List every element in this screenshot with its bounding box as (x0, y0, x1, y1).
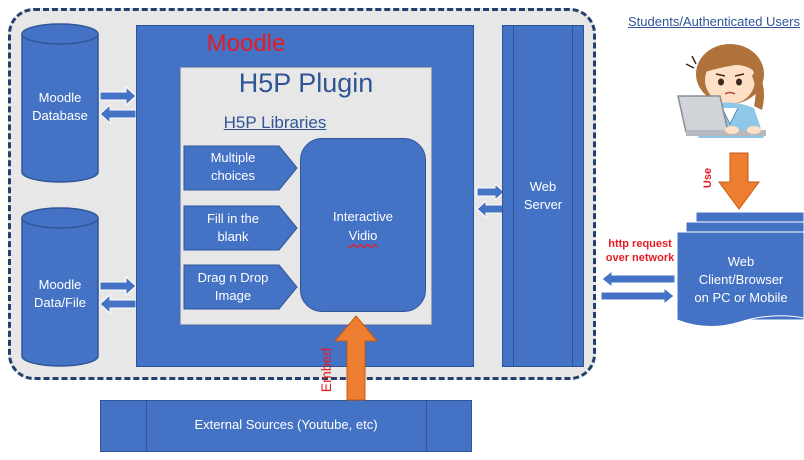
datafile-label-2: Data/File (33, 295, 87, 310)
server-exchange-arrows (476, 183, 505, 219)
use-label: Use (702, 167, 714, 189)
external-divider-right (426, 400, 427, 452)
content-type-1-line1: Multiple (210, 150, 256, 165)
web-client-label-1: Web (727, 254, 755, 269)
database-exchange-arrows (99, 86, 137, 125)
web-server-label-1: Web (529, 179, 557, 194)
http-request-label-1: http request (608, 238, 672, 250)
content-type-2-line2: blank (217, 229, 249, 244)
database-label-2: Database (32, 108, 88, 123)
student-with-laptop-illustration (677, 44, 766, 138)
content-type-3-line1: Drag n Drop (197, 270, 269, 285)
use-arrow (718, 152, 760, 210)
content-type-1-line2: choices (210, 168, 256, 183)
interactive-video-label-1: Interactive (333, 209, 393, 224)
datafile-label-1: Moodle (38, 277, 82, 292)
http-request-label-2: over network (605, 252, 675, 264)
content-type-drag-drop (183, 264, 298, 310)
web-client-label-2: Client/Browser (698, 272, 784, 287)
external-divider-left (146, 400, 147, 452)
content-type-3-line2: Image (214, 288, 252, 303)
http-exchange-arrows (600, 270, 676, 306)
web-server-divider-right (572, 25, 573, 367)
moodle-title: Moodle (206, 30, 286, 57)
external-sources-box (100, 400, 472, 452)
moodle-datafile-cylinder (21, 207, 99, 367)
database-label-1: Moodle (38, 90, 82, 105)
content-type-2-line1: Fill in the (206, 211, 260, 226)
interactive-video-label-2: Vidio (348, 228, 378, 243)
h5p-plugin-title: H5P Plugin (238, 68, 374, 98)
interactive-video-box (300, 138, 426, 312)
web-server-divider-left (513, 25, 514, 367)
web-server-box (502, 25, 584, 367)
embed-label: Embed (318, 347, 334, 393)
h5p-libraries-title: H5P Libraries (223, 113, 327, 132)
content-type-multiple-choice (183, 145, 298, 191)
embed-arrow (334, 315, 378, 401)
external-sources-label: External Sources (Youtube, etc) (194, 417, 378, 432)
web-client-documents (676, 211, 804, 328)
web-server-label-2: Server (523, 197, 563, 212)
datafile-exchange-arrows (99, 276, 137, 315)
students-label: Students/Authenticated Users (628, 14, 800, 29)
web-client-label-3: on PC or Mobile (694, 290, 788, 305)
moodle-database-cylinder (21, 23, 99, 183)
content-type-fill-blank (183, 205, 298, 251)
